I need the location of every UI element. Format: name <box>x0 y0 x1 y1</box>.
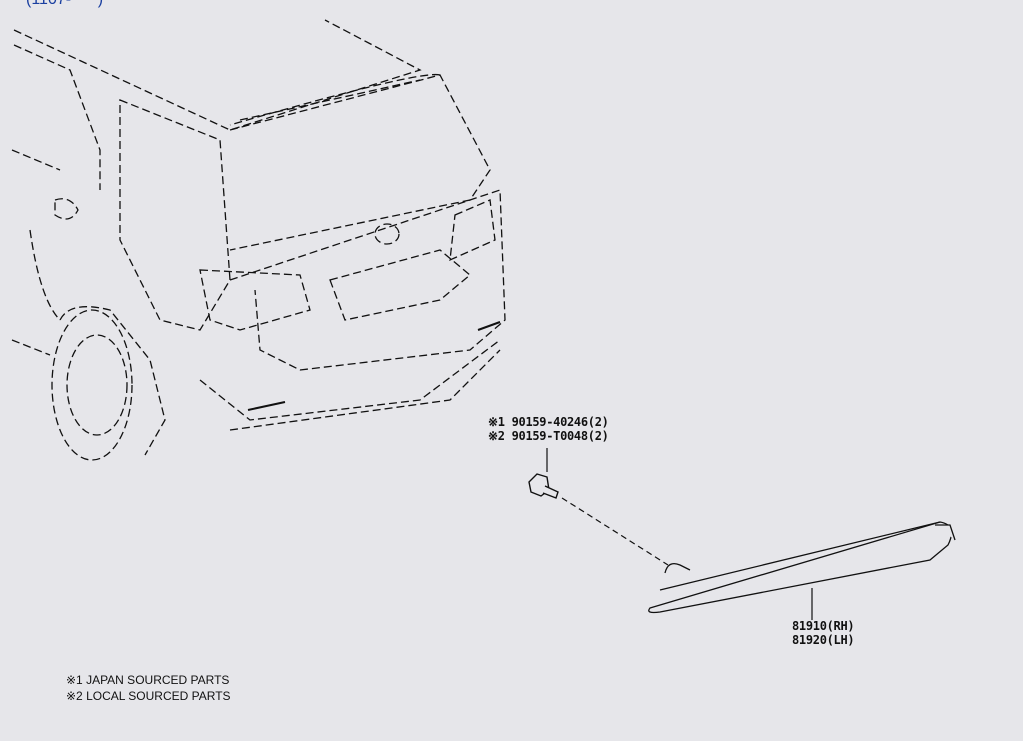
legend-note-local: ※2 LOCAL SOURCED PARTS <box>66 689 231 703</box>
fastener-part-number-2[interactable]: ※2 90159-T0048(2) <box>488 429 609 443</box>
reflector-part-number-lh[interactable]: 81920(LH) <box>792 633 855 647</box>
legend-note-japan: ※1 JAPAN SOURCED PARTS <box>66 673 230 687</box>
reflector-icon <box>648 521 956 614</box>
production-date-range: (1107- ) <box>26 0 103 9</box>
bolt-install-path <box>561 497 669 566</box>
rear-reflector-marks <box>247 321 501 411</box>
vehicle-outline <box>11 19 506 461</box>
side-reflector-mark <box>477 321 501 331</box>
bolt-icon <box>528 473 559 499</box>
bumper-reflector-mark <box>247 401 286 411</box>
fastener-part-number-1[interactable]: ※1 90159-40246(2) <box>488 415 609 429</box>
reflector-part-number-rh[interactable]: 81910(RH) <box>792 619 855 633</box>
